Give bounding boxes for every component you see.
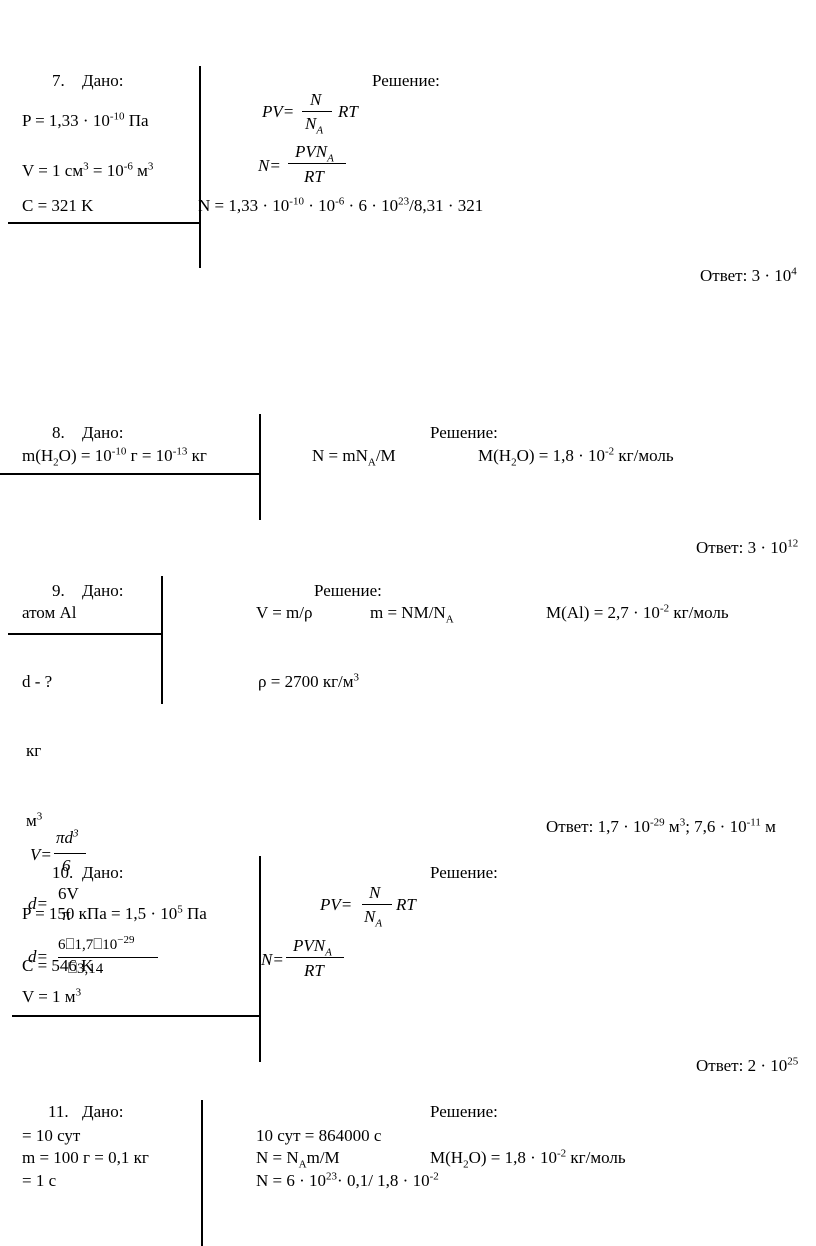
problem-10-divider-horizontal (12, 1015, 260, 1017)
problem-9-answer: Ответ: 1,7 · 10-29 м3; 7,6 · 10-11 м (546, 816, 776, 836)
problem-7-formula1-denominator: NA (305, 114, 324, 137)
problem-10-pressure: P = 150 кПа = 1,5 · 105 Па (22, 903, 207, 923)
problem-9-unknown: d - ? (22, 672, 53, 691)
problem-7-pressure: P = 1,33 · 10-10 Па (22, 110, 149, 130)
problem-10-formula1-lhs: PV= (320, 895, 353, 914)
problem-8-given-heading: Дано: (82, 423, 124, 442)
problem-7-formula1-rhs: RT (338, 102, 358, 121)
problem-11-interval: = 1 с (22, 1171, 57, 1190)
problem-11-time-conversion: 10 сут = 864000 с (256, 1126, 382, 1145)
problem-10-formula1-numerator: N (369, 883, 381, 902)
problem-7-temperature: C = 321 K (22, 196, 94, 215)
problem-7-formula2-lhs: N= (258, 156, 281, 175)
problem-10-number: 10. (52, 863, 74, 882)
problem-7-solution-heading: Решение: (372, 71, 440, 90)
problem-10-formula2-fraction-bar (286, 957, 344, 958)
problem-7-given-heading: Дано: (82, 71, 124, 90)
problem-10-formula2-denominator: RT (304, 961, 324, 980)
problem-8-solution-heading: Решение: (430, 423, 498, 442)
problem-10-divider-vertical (259, 856, 261, 1062)
problem-9-formula-diameter-lhs: d= (28, 894, 48, 913)
problem-10-formula1-denominator: NA (364, 907, 383, 930)
problem-10-answer: Ответ: 2 · 1025 (696, 1055, 799, 1075)
problem-9-formula-volume-lhs: V= (30, 845, 52, 864)
problem-9-number: 9. (52, 581, 65, 600)
problem-9-formula-diameter2-bar (58, 957, 158, 958)
problem-8-divider-horizontal (0, 473, 260, 475)
problem-8-divider-vertical (259, 414, 261, 520)
problem-11-given-heading: Дано: (82, 1102, 124, 1121)
problem-7-calculation: N = 1,33 · 10-10 · 10-6 · 6 · 1023/8,31 … (198, 195, 484, 215)
problem-9-density: ρ = 2700 кг/м3 (258, 671, 360, 691)
problem-8-mass: m(H2O) = 10-10 г = 10-13 кг (22, 445, 207, 469)
problem-11-calculation: N = 6 · 1023· 0,1/ 1,8 · 10-2 (256, 1170, 439, 1190)
problem-9-volume-formula: V = m/ρ (256, 603, 313, 622)
problem-9-unit-m3: м3 (26, 810, 43, 830)
problem-9-formula-diameter2-denominator: ⎕3,14 (68, 961, 104, 977)
problem-7-formula1-fraction-bar (302, 111, 332, 112)
problem-10-formula1-fraction-bar (362, 904, 392, 905)
problem-8-formula-count: N = mNA/M (312, 446, 396, 469)
problem-7-formula2-fraction-bar (288, 163, 346, 164)
problem-8-molar-mass: M(H2O) = 1,8 · 10-2 кг/моль (478, 445, 674, 469)
problem-10-temperature: C = 546 K (22, 956, 94, 975)
problem-11-divider-vertical (201, 1100, 203, 1246)
problem-9-formula-diameter-numerator: 6V (58, 884, 79, 903)
problem-8-number: 8. (52, 423, 65, 442)
problem-9-divider-horizontal (8, 633, 162, 635)
problem-10-formula2-lhs: N= (261, 950, 284, 969)
problem-7-formula2-numerator: PVNA (295, 142, 334, 165)
problem-10-solution-heading: Решение: (430, 863, 498, 882)
problem-9-molar-mass: M(Al) = 2,7 · 10-2 кг/моль (546, 602, 729, 622)
problem-7-volume: V = 1 см3 = 10-6 м3 (22, 160, 154, 180)
problem-9-atom: атом Al (22, 603, 77, 622)
problem-11-solution-heading: Решение: (430, 1102, 498, 1121)
problem-10-given-heading: Дано: (82, 863, 124, 882)
problem-9-mass-formula: m = NM/NA (370, 603, 454, 626)
problem-9-divider-vertical (161, 576, 163, 704)
problem-8-answer: Ответ: 3 · 1012 (696, 537, 799, 557)
problem-7-divider-horizontal (8, 222, 200, 224)
problem-11-time: = 10 сут (22, 1126, 81, 1145)
problem-11-formula-count: N = NAm/M (256, 1148, 340, 1171)
problem-10-volume: V = 1 м3 (22, 986, 82, 1006)
problem-7-number: 7. (52, 71, 65, 90)
problem-7-answer: Ответ: 3 · 104 (700, 265, 797, 285)
problem-9-formula-diameter2-numerator: 6⎕1,7⎕10−29 (58, 934, 135, 953)
problem-9-formula-diameter-denominator: π (62, 905, 71, 924)
problem-9-unit-kg: кг (26, 741, 42, 760)
problem-10-formula1-rhs: RT (396, 895, 416, 914)
problem-10-formula2-numerator: PVNA (293, 936, 332, 959)
problem-9-given-heading: Дано: (82, 581, 124, 600)
problem-9-formula-volume-bar (54, 853, 86, 854)
problem-7-divider-vertical (199, 66, 201, 268)
problem-11-mass: m = 100 г = 0,1 кг (22, 1148, 149, 1167)
problem-11-molar-mass: M(H2O) = 1,8 · 10-2 кг/моль (430, 1147, 626, 1171)
problem-7-formula1-numerator: N (310, 90, 322, 109)
problem-9-formula-volume-numerator: πd3 (56, 827, 79, 847)
problem-11-number: 11. (48, 1102, 69, 1121)
problem-9-formula-volume-denominator: 6 (62, 856, 71, 875)
problem-7-formula2-denominator: RT (304, 167, 324, 186)
problem-7-formula1-lhs: PV= (262, 102, 295, 121)
problem-9-solution-heading: Решение: (314, 581, 382, 600)
problem-9-formula-diameter2-lhs: d= (28, 947, 48, 966)
